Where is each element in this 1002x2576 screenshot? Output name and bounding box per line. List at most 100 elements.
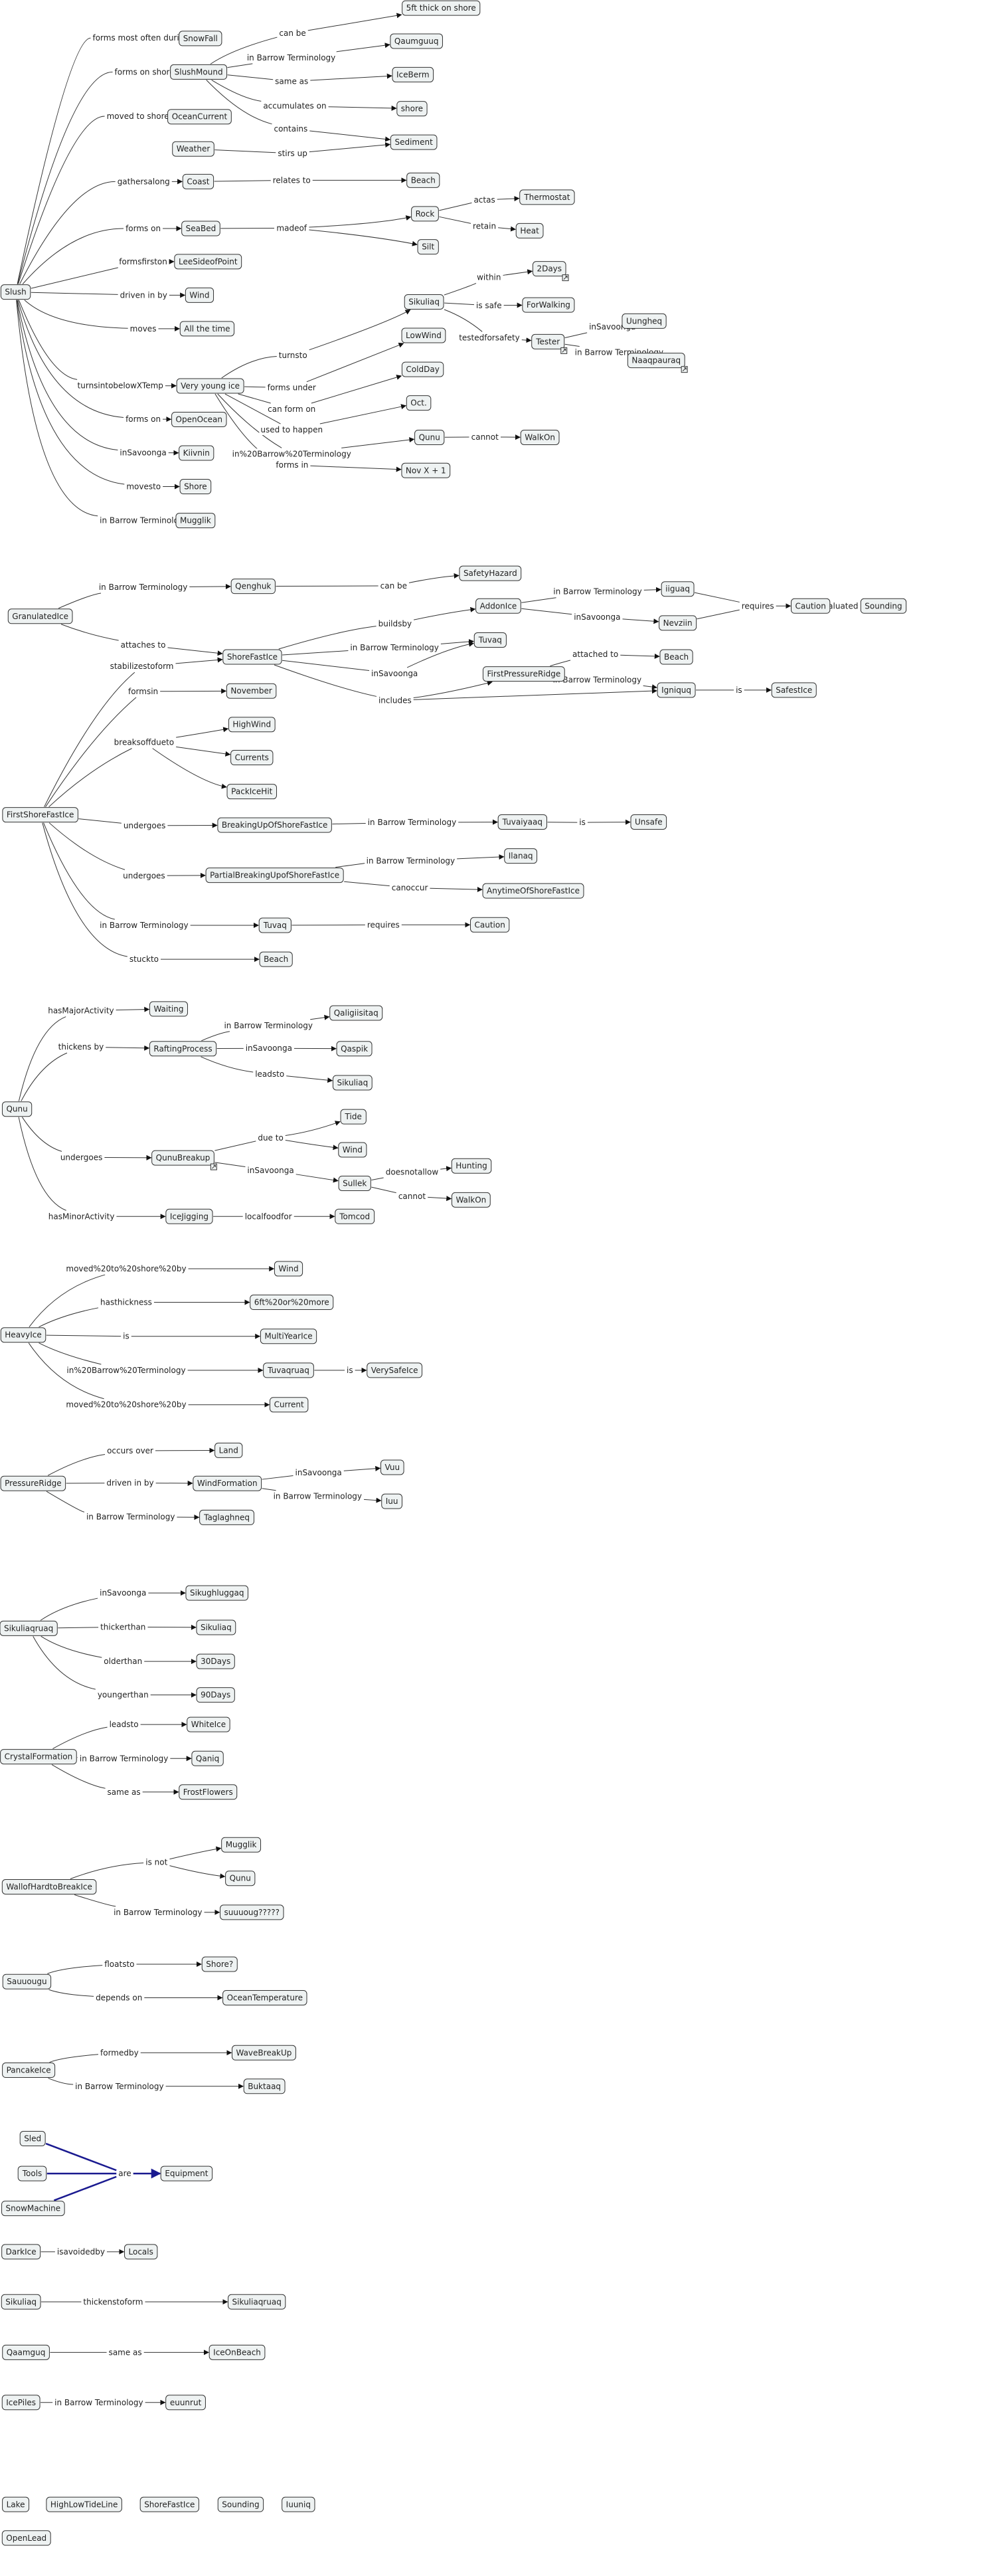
node-shoreq[interactable]: Shore? bbox=[201, 1956, 238, 1972]
node-wind3[interactable]: Wind bbox=[274, 1261, 303, 1277]
node-beach1[interactable]: Beach bbox=[406, 172, 440, 188]
node-sikuliaq2[interactable]: Sikuliaq bbox=[332, 1075, 373, 1091]
node-lowwind[interactable]: LowWind bbox=[401, 327, 446, 343]
node-sixft[interactable]: 6ft%20or%20more bbox=[250, 1295, 334, 1311]
node-qaamguq[interactable]: Qaamguq bbox=[2, 2344, 50, 2360]
node-sikughluggaq[interactable]: Sikughluggaq bbox=[185, 1585, 248, 1601]
node-novx[interactable]: Nov X + 1 bbox=[401, 462, 451, 478]
node-tuvaqruaq[interactable]: Tuvaqruaq bbox=[263, 1362, 314, 1378]
node-walkon2[interactable]: WalkOn bbox=[451, 1192, 491, 1208]
node-coast[interactable]: Coast bbox=[182, 173, 214, 189]
expand-marker-icon[interactable] bbox=[560, 347, 568, 354]
node-darkice[interactable]: DarkIce bbox=[1, 2244, 41, 2260]
node-wavebreakup[interactable]: WaveBreakUp bbox=[231, 2045, 296, 2061]
node-openlead[interactable]: OpenLead bbox=[1, 2530, 51, 2546]
node-qunubreakup[interactable]: QunuBreakup bbox=[151, 1150, 217, 1170]
node-sauuuugu[interactable]: Sauuougu bbox=[2, 1974, 52, 1989]
node-locals[interactable]: Locals bbox=[124, 2244, 158, 2260]
node-snowmachine[interactable]: SnowMachine bbox=[1, 2201, 65, 2217]
node-safestice[interactable]: SafestIce bbox=[771, 682, 817, 698]
node-beach2[interactable]: Beach bbox=[659, 649, 693, 665]
node-forwalking[interactable]: ForWalking bbox=[522, 297, 575, 313]
node-snowfall[interactable]: SnowFall bbox=[179, 31, 222, 46]
node-icepiles[interactable]: IcePiles bbox=[1, 2395, 41, 2411]
node-mugglik2[interactable]: Mugglik bbox=[221, 1837, 262, 1853]
node-qaniq[interactable]: Qaniq bbox=[191, 1750, 224, 1766]
node-taglaghneq[interactable]: Taglaghneq bbox=[199, 1509, 254, 1525]
node-weather[interactable]: Weather bbox=[172, 141, 214, 157]
node-caution1[interactable]: Caution bbox=[791, 598, 831, 614]
node-tuvaq1[interactable]: Tuvaq bbox=[473, 632, 507, 648]
node-qaligiisitaq[interactable]: Qaligiisitaq bbox=[329, 1005, 383, 1021]
node-addonice[interactable]: AddonIce bbox=[475, 598, 521, 614]
node-qaumguuq[interactable]: Qaumguuq bbox=[390, 33, 443, 49]
node-naaqpauraq[interactable]: Naaqpauraq bbox=[627, 353, 688, 373]
node-veryyoungice[interactable]: Very young ice bbox=[176, 378, 244, 394]
node-vuu[interactable]: Vuu bbox=[380, 1459, 404, 1475]
node-heavyice[interactable]: HeavyIce bbox=[0, 1327, 46, 1343]
node-ninetydays[interactable]: 90Days bbox=[196, 1687, 235, 1703]
node-sounding2[interactable]: Sounding bbox=[217, 2496, 264, 2512]
node-thermostat[interactable]: Thermostat bbox=[519, 189, 575, 205]
node-iceberm[interactable]: IceBerm bbox=[392, 66, 434, 82]
node-kiivnin[interactable]: Kiivnin bbox=[179, 445, 214, 461]
node-current[interactable]: Current bbox=[270, 1397, 309, 1413]
node-whiteice[interactable]: WhiteIce bbox=[187, 1716, 230, 1732]
node-qenghuk[interactable]: Qenghuk bbox=[230, 579, 276, 595]
node-icejigging[interactable]: IceJigging bbox=[165, 1208, 213, 1224]
node-safetyhazard[interactable]: SafetyHazard bbox=[459, 565, 522, 581]
node-slush[interactable]: Slush bbox=[0, 284, 31, 300]
node-thirtydays[interactable]: 30Days bbox=[196, 1653, 235, 1669]
node-sikuliaq4[interactable]: Sikuliaq bbox=[1, 2294, 41, 2310]
node-sikuliaq3[interactable]: Sikuliaq bbox=[196, 1619, 236, 1635]
node-openocean[interactable]: OpenOcean bbox=[171, 412, 227, 428]
node-partialbreaking[interactable]: PartialBreakingUpofShoreFastIce bbox=[205, 868, 344, 883]
node-tuvaq2[interactable]: Tuvaq bbox=[258, 917, 292, 933]
expand-marker-icon[interactable] bbox=[210, 1163, 217, 1170]
node-sediment[interactable]: Sediment bbox=[390, 134, 438, 150]
node-granulatedice[interactable]: GranulatedIce bbox=[7, 608, 73, 624]
node-oceantemperature[interactable]: OceanTemperature bbox=[222, 1989, 307, 2005]
node-equipment[interactable]: Equipment bbox=[160, 2165, 213, 2181]
node-shorefastice[interactable]: ShoreFastIce bbox=[222, 649, 282, 665]
node-firstshorefastice[interactable]: FirstShoreFastIce bbox=[2, 807, 78, 823]
node-november[interactable]: November bbox=[226, 683, 277, 699]
node-twodays[interactable]: 2Days bbox=[532, 261, 569, 282]
node-lake[interactable]: Lake bbox=[2, 2496, 30, 2512]
node-unsafe[interactable]: Unsafe bbox=[630, 814, 667, 830]
node-hunting[interactable]: Hunting bbox=[451, 1158, 492, 1174]
node-mugglik1[interactable]: Mugglik bbox=[175, 513, 216, 529]
node-walkon1[interactable]: WalkOn bbox=[520, 429, 560, 445]
node-shorefastice2[interactable]: ShoreFastIce bbox=[139, 2496, 199, 2512]
node-wind1[interactable]: Wind bbox=[185, 287, 214, 303]
node-quna2[interactable]: Qunu bbox=[1, 1101, 33, 1117]
node-caution2[interactable]: Caution bbox=[469, 917, 510, 933]
node-heat[interactable]: Heat bbox=[515, 223, 544, 238]
node-allthetime[interactable]: All the time bbox=[179, 321, 235, 337]
node-ilanaq[interactable]: Ilanaq bbox=[504, 848, 538, 864]
node-shore2[interactable]: Shore bbox=[179, 479, 212, 495]
node-sounding1[interactable]: Sounding bbox=[860, 598, 907, 614]
node-uungheq[interactable]: Uungheq bbox=[622, 313, 667, 329]
node-iuuniq[interactable]: Iuuniq bbox=[282, 2496, 315, 2512]
node-currents[interactable]: Currents bbox=[230, 750, 274, 766]
node-quna3[interactable]: Qunu bbox=[225, 1871, 256, 1886]
node-iuu[interactable]: Iuu bbox=[381, 1493, 403, 1509]
node-euunrut[interactable]: euunrut bbox=[165, 2395, 206, 2411]
node-pancakeice[interactable]: PancakeIce bbox=[2, 2063, 56, 2078]
node-verysafeice[interactable]: VerySafeIce bbox=[367, 1362, 423, 1378]
node-tools[interactable]: Tools bbox=[17, 2165, 47, 2181]
node-tester[interactable]: Tester bbox=[531, 333, 568, 354]
node-sled[interactable]: Sled bbox=[19, 2131, 46, 2147]
node-coldday[interactable]: ColdDay bbox=[401, 361, 444, 377]
node-seabed[interactable]: SeaBed bbox=[181, 221, 220, 236]
node-sikuliaqruaq2[interactable]: Sikuliaqruaq bbox=[228, 2294, 286, 2310]
node-sikuliaq1[interactable]: Sikuliaq bbox=[404, 294, 444, 310]
node-rock[interactable]: Rock bbox=[411, 206, 439, 222]
node-sikuliaqruaq1[interactable]: Sikuliaqruaq bbox=[0, 1620, 58, 1636]
node-quna1[interactable]: Qunu bbox=[414, 429, 445, 445]
node-iiguaq[interactable]: iiguaq bbox=[661, 581, 695, 597]
node-frostflowers[interactable]: FrostFlowers bbox=[179, 1784, 238, 1800]
node-pressureridge[interactable]: PressureRidge bbox=[0, 1475, 66, 1491]
node-sullek[interactable]: Sullek bbox=[338, 1175, 371, 1191]
